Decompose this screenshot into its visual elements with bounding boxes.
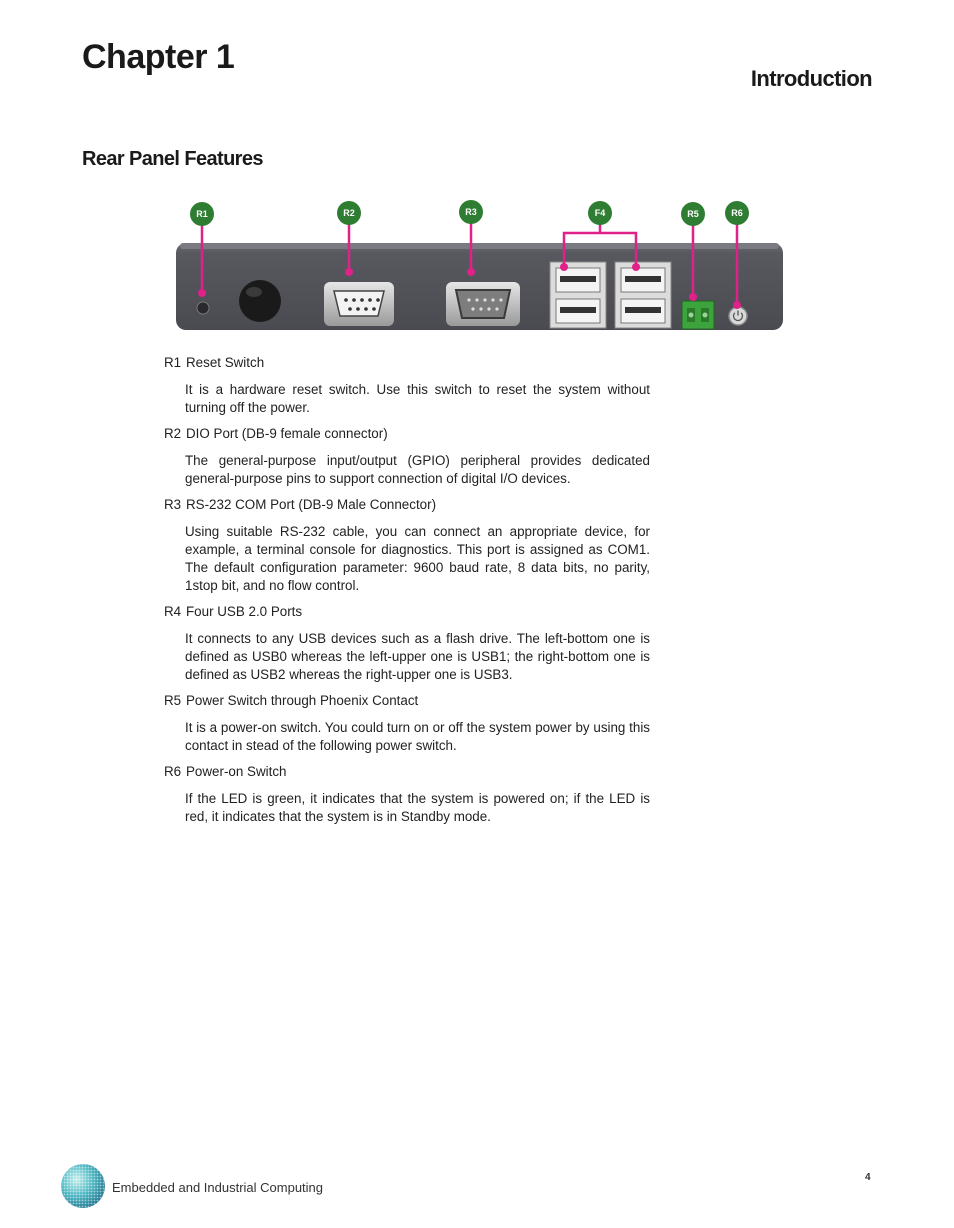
feature-description: It is a hardware reset switch. Use this … [185,382,650,415]
feature-name: Power Switch through Phoenix Contact [186,693,419,708]
badge-r6: R6 [725,201,749,225]
usb-stack-right [614,261,672,329]
pointer-dot-r5 [689,293,697,301]
feature-name: Power-on Switch [186,764,287,779]
antenna-plug-highlight [246,287,262,297]
feature-description: If the LED is green, it indicates that t… [185,791,650,824]
page-heading: Introduction [750,66,873,91]
feature-list: R1 Reset Switch It is a hardware reset sw… [164,354,650,834]
page-number: 4 [865,1172,871,1183]
pointer-dot-f4-left [560,263,568,271]
reset-switch-hole [196,301,210,315]
badge-f4: F4 [588,201,612,225]
panel-top-edge [180,243,779,249]
feature-code: R1 [164,355,182,370]
usb-stack-left [549,261,607,329]
feature-name: Reset Switch [186,355,265,370]
feature-description: The general-purpose input/output (GPIO) … [185,453,650,486]
feature-name: Four USB 2.0 Ports [186,604,303,619]
pointer-dot-r2 [345,268,353,276]
power-button-icon [728,306,748,326]
pointer-dot-r6 [733,301,741,309]
svg-text:R1: R1 [196,209,208,219]
phoenix-contact-terminal [681,300,715,330]
dio-port-db9-female [324,282,394,326]
feature-name: RS-232 COM Port (DB-9 Male Connector) [186,497,437,512]
antenna-plug [239,280,281,322]
section-title: Rear Panel Features [82,148,264,170]
badge-r3: R3 [459,200,483,224]
rear-panel-figure: R1 R2 R3 F4 R5 R6 [176,200,783,330]
badge-r2: R2 [337,201,361,225]
pointer-dot-r1 [198,289,206,297]
com-port-db9-male [446,282,520,326]
feature-item-r5: R5 Power Switch through Phoenix Contact I… [164,692,650,755]
feature-item-r1: R1 Reset Switch It is a hardware reset sw… [164,354,650,417]
svg-text:F4: F4 [595,208,606,218]
feature-description: It connects to any USB devices such as a… [185,631,650,682]
feature-code: R6 [164,764,182,779]
feature-item-r2: R2 DIO Port (DB-9 female connector) The g… [164,425,650,488]
company-logo-icon [61,1164,105,1208]
feature-code: R5 [164,693,182,708]
feature-code: R4 [164,604,182,619]
feature-name: DIO Port (DB-9 female connector) [186,426,388,441]
feature-description: It is a power-on switch. You could turn … [185,720,650,753]
badge-r5: R5 [681,202,705,226]
feature-description: Using suitable RS-232 cable, you can con… [185,524,650,593]
svg-text:R6: R6 [731,208,743,218]
feature-item-r6: R6 Power-on Switch If the LED is green, i… [164,763,650,826]
pointer-dot-r3 [467,268,475,276]
pointer-dot-f4-right [632,263,640,271]
feature-code: R3 [164,497,182,512]
badge-r1: R1 [190,202,214,226]
chapter-title: Chapter 1 [82,38,235,76]
svg-text:R3: R3 [465,207,477,217]
footer-company: Embedded and Industrial Computing [112,1180,324,1195]
feature-item-r4: R4 Four USB 2.0 Ports It connects to any … [164,603,650,684]
svg-text:R5: R5 [687,209,699,219]
feature-code: R2 [164,426,182,441]
svg-text:R2: R2 [343,208,355,218]
